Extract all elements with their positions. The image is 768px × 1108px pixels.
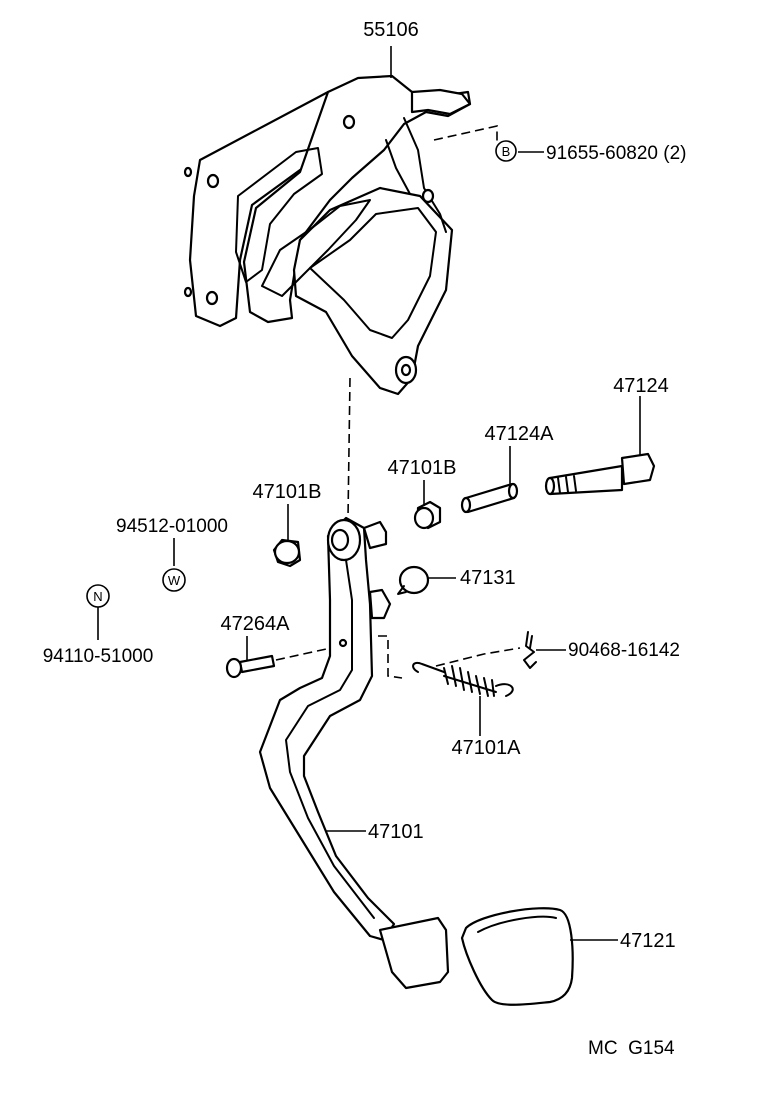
pedal-pad-47121 <box>460 907 574 1006</box>
label-clip: 90468-16142 <box>568 640 680 661</box>
label-pedal-bolt: 47124 <box>613 375 669 397</box>
label-bracket: 55106 <box>363 19 419 41</box>
stopper-cushion <box>397 565 430 595</box>
assembly-line-spring <box>378 635 403 679</box>
assembly-line-bolt-b <box>433 125 498 145</box>
bushing-left <box>272 538 302 568</box>
label-cushion: 47131 <box>460 567 516 589</box>
bolt-b-symbol: B <box>495 140 517 162</box>
collar <box>460 482 519 514</box>
bushing-right <box>413 500 442 530</box>
assembly-line-pedal <box>347 377 351 519</box>
assembly-line-clip <box>435 647 521 667</box>
pedal-pad-mounted <box>378 916 450 990</box>
bolt-b-symbol-letter: B <box>502 144 511 159</box>
clevis-pin <box>225 654 276 679</box>
diagram-code: MC G154 <box>588 1038 675 1059</box>
washer-symbol-letter: W <box>168 573 181 588</box>
nut-symbol-letter: N <box>93 589 102 604</box>
label-pedal: 47101 <box>368 821 424 843</box>
label-bolt-b: 91655-60820 (2) <box>546 143 687 164</box>
label-pin: 47264A <box>221 613 291 635</box>
assembly-line-pin <box>275 645 341 661</box>
washer-symbol: W <box>162 568 186 592</box>
pedal-bracket <box>183 74 472 396</box>
label-spring: 47101A <box>452 737 522 759</box>
label-pedal-pad: 47121 <box>620 930 676 952</box>
return-spring <box>412 662 514 697</box>
clutch-pedal-arm <box>258 516 396 942</box>
nut-symbol: N <box>86 584 110 608</box>
label-washer-part: 94512-01000 <box>116 516 228 537</box>
label-collar: 47124A <box>485 423 555 445</box>
label-bushing-right: 47101B <box>388 457 457 479</box>
retaining-clip <box>523 631 537 669</box>
label-nut-part: 94110-51000 <box>43 646 154 667</box>
label-bushing-left: 47101B <box>253 481 322 503</box>
pedal-bolt <box>544 452 656 496</box>
